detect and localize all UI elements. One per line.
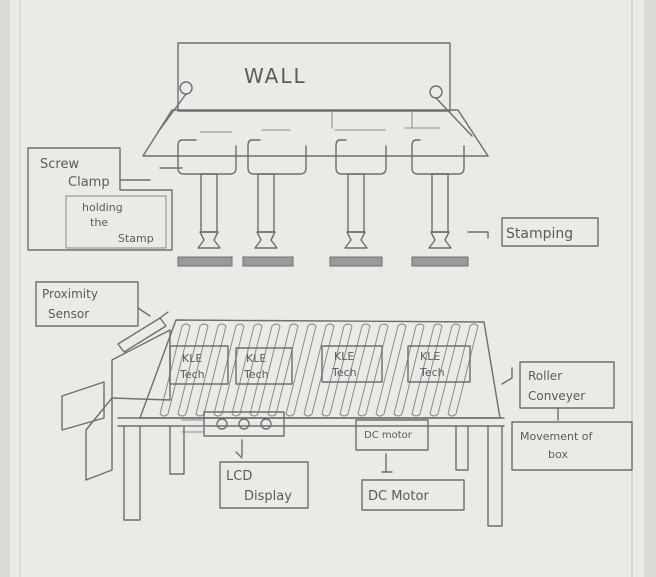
dc-motor-label: DC Motor	[368, 489, 429, 504]
box-row: KLE Tech KLE Tech KLE Tech KLE Tech	[169, 345, 471, 385]
proximity-sensor-label-line2: Sensor	[48, 307, 89, 321]
lcd-display-label-line2: Display	[244, 489, 292, 504]
box: KLE Tech	[321, 345, 383, 383]
lcd-unit	[181, 411, 285, 459]
box: KLE Tech	[235, 347, 293, 385]
roller	[231, 323, 263, 417]
dc-motor-block: DC motor	[355, 419, 429, 473]
box-label-bottom: Tech	[243, 368, 269, 381]
screw-clamp-callout: Screw Clamp holding the Stamp	[27, 147, 183, 251]
roller	[339, 323, 371, 417]
stamp-pad	[411, 256, 469, 267]
conveyor-leg	[455, 425, 469, 471]
roller	[285, 323, 317, 417]
roller	[393, 323, 425, 417]
holding-stamp-label-line2: the	[90, 216, 108, 229]
stamping-callout: Stamping	[467, 217, 599, 247]
roller-conveyer-callout: Roller Conveyer	[501, 361, 615, 421]
roller	[447, 323, 479, 417]
box-label-bottom: Tech	[331, 366, 357, 379]
roller	[303, 323, 335, 417]
screw-clamp-label-line2: Clamp	[68, 175, 110, 190]
screw-clamp	[177, 139, 237, 175]
proximity-sensor	[117, 317, 167, 353]
stamp-head	[344, 231, 368, 249]
wall-label: WALL	[244, 64, 307, 88]
movement-label-line1: Movement of	[520, 430, 593, 443]
holding-stamp-label-line3: Stamp	[118, 232, 154, 245]
roller-conveyer-label-line1: Roller	[528, 369, 562, 383]
stamp-pad	[329, 256, 383, 267]
box-label-top: KLE	[182, 352, 202, 365]
roller	[267, 323, 299, 417]
wall	[177, 42, 451, 112]
conveyor-leg	[123, 425, 141, 521]
roller	[249, 323, 281, 417]
stamp-head	[254, 231, 278, 249]
box-label-bottom: Tech	[179, 368, 205, 381]
screw-clamp	[247, 139, 307, 175]
stamp-pad	[242, 256, 294, 267]
lcd-display-label-line1: LCD	[226, 469, 252, 484]
box: KLE Tech	[169, 345, 229, 385]
dc-motor-callout: DC Motor	[361, 479, 465, 511]
roller	[321, 323, 353, 417]
lcd-display-callout: LCD Display	[219, 461, 309, 509]
roller	[411, 323, 443, 417]
box-label-top: KLE	[334, 350, 354, 363]
roller	[159, 323, 191, 417]
stamping-label: Stamping	[506, 226, 573, 242]
screw-clamp-label-line1: Screw	[40, 157, 79, 172]
proximity-sensor-label-line1: Proximity	[42, 287, 98, 301]
screw-clamp	[335, 139, 387, 175]
paper-sheet	[10, 0, 644, 577]
roller	[357, 323, 389, 417]
stamp-pad	[177, 256, 233, 267]
roller	[375, 323, 407, 417]
proximity-sensor-callout: Proximity Sensor	[35, 281, 151, 327]
movement-callout: Movement of box	[511, 421, 633, 471]
movement-label-line2: box	[548, 448, 568, 461]
mounting-plate	[142, 109, 489, 157]
box-label-top: KLE	[246, 352, 266, 365]
wall-assembly: WALL	[142, 42, 489, 267]
screw-clamp	[411, 139, 465, 175]
holding-stamp-label-line1: holding	[82, 201, 123, 214]
roller	[177, 323, 209, 417]
stamp-head	[428, 231, 452, 249]
box-label-bottom: Tech	[419, 366, 445, 379]
box-label-top: KLE	[420, 350, 440, 363]
dc-motor-small-label: DC motor	[364, 430, 413, 441]
roller	[429, 323, 461, 417]
rollers	[159, 323, 479, 417]
conveyor-leg	[487, 425, 503, 527]
roller	[213, 323, 245, 417]
roller-conveyer-label-line2: Conveyer	[528, 389, 585, 403]
box: KLE Tech	[407, 345, 471, 383]
stamp-head	[197, 231, 221, 249]
conveyor-leg	[169, 425, 185, 475]
